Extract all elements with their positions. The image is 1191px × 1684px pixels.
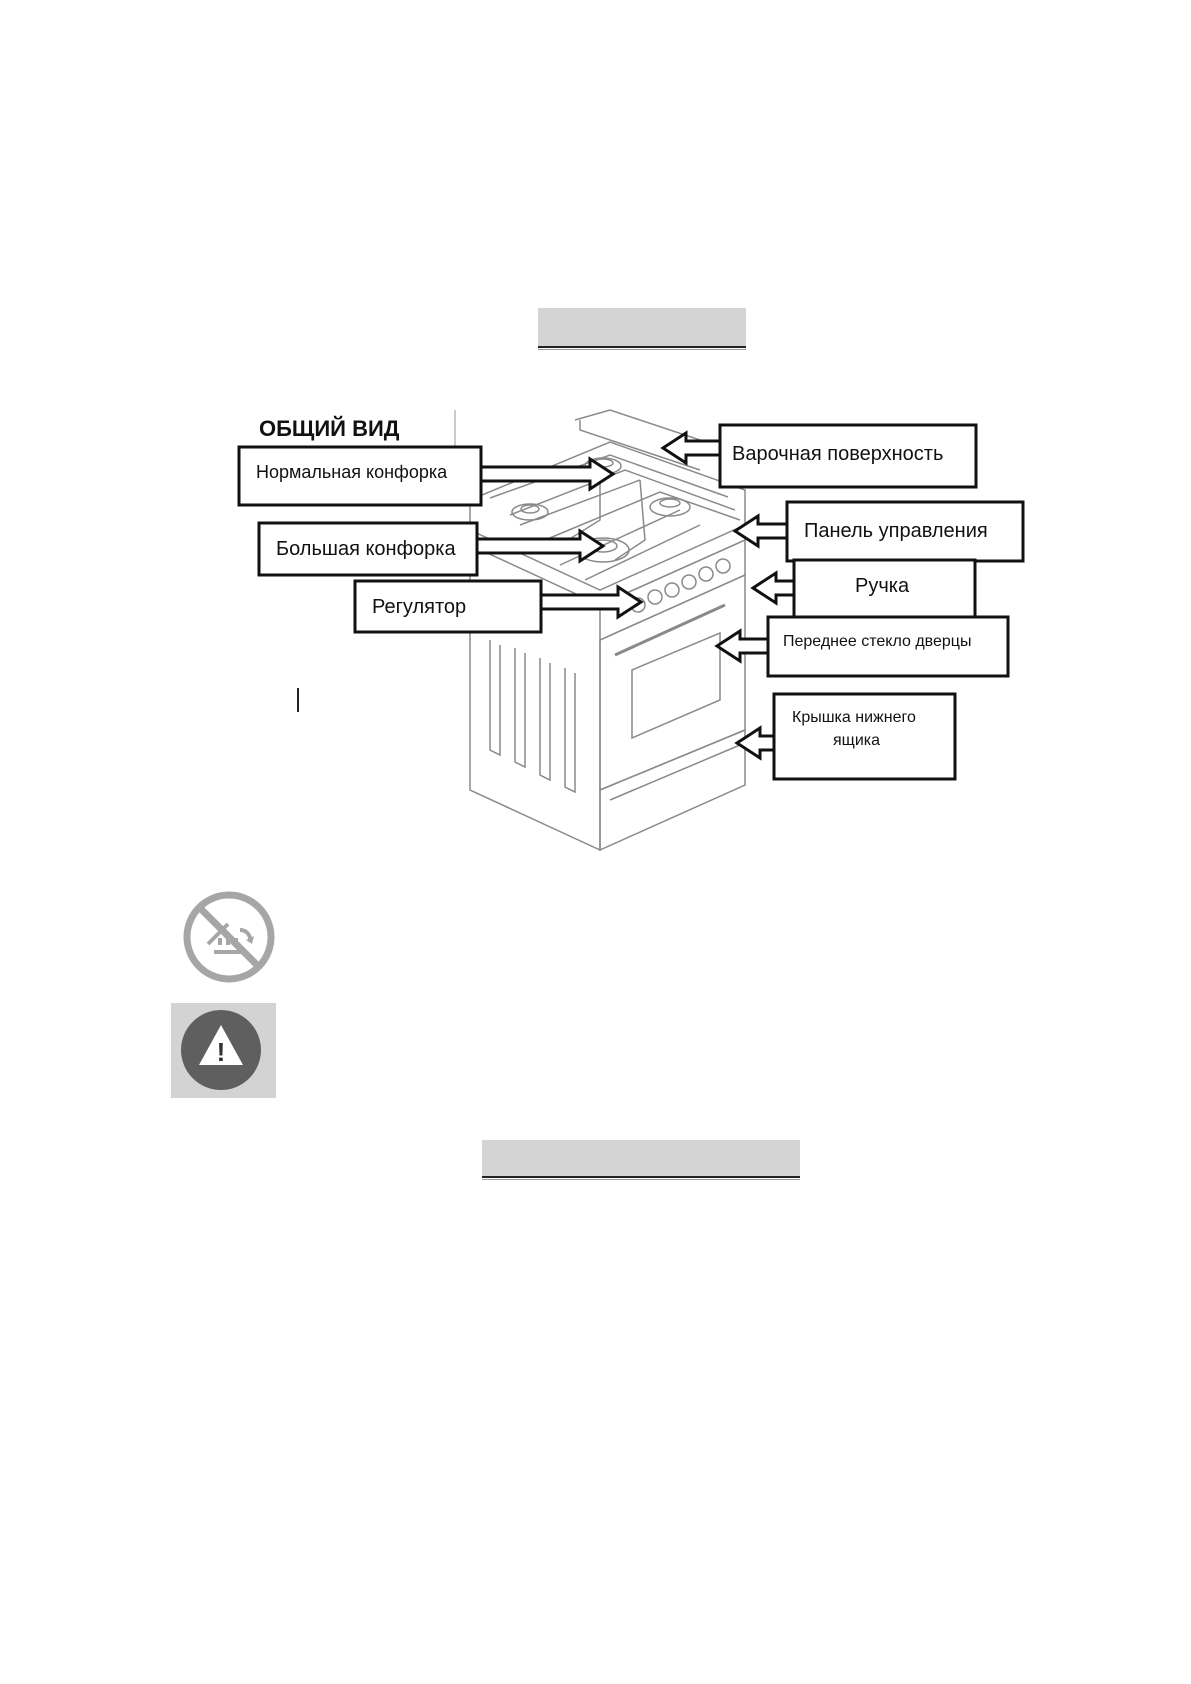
- svg-text:!: !: [217, 1037, 226, 1067]
- callout-box-drawer-cover: [772, 692, 957, 781]
- warning-triangle-icon: !: [181, 1010, 261, 1090]
- arrow-large-burner: [475, 528, 606, 564]
- callout-drawer-cover-line2: ящика: [833, 732, 880, 749]
- arrow-cooktop: [660, 430, 722, 466]
- top-heading-bar: [538, 308, 746, 348]
- callout-door-glass: Переднее стекло дверцы: [783, 633, 971, 650]
- arrow-regulator: [539, 584, 644, 620]
- top-heading-underline: [538, 349, 746, 350]
- callout-normal-burner: Нормальная конфорка: [256, 462, 448, 482]
- callout-cooktop: Варочная поверхность: [732, 443, 943, 465]
- callout-box-cooktop: [718, 423, 978, 489]
- callout-box-normal-burner: [237, 445, 483, 507]
- callout-handle: Ручка: [855, 575, 910, 597]
- bottom-heading-bar: [482, 1140, 800, 1178]
- text-cursor-mark: [297, 688, 299, 712]
- callout-box-door-glass: [766, 615, 1010, 678]
- arrow-normal-burner: [479, 456, 616, 492]
- callout-drawer-cover-line1: Крышка нижнего: [792, 709, 916, 726]
- arrow-control-panel: [732, 513, 789, 549]
- bottom-heading-underline: [482, 1179, 800, 1180]
- callout-box-regulator: [353, 579, 543, 634]
- callout-large-burner: Большая конфорка: [276, 538, 456, 560]
- callout-box-large-burner: [257, 521, 479, 577]
- callout-control-panel: Панель управления: [804, 520, 988, 542]
- arrow-drawer-cover: [734, 725, 776, 761]
- general-view-heading: ОБЩИЙ ВИД: [259, 416, 400, 441]
- arrow-handle: [750, 570, 796, 606]
- callout-regulator: Регулятор: [372, 596, 466, 618]
- warning-icon-box: !: [171, 1003, 276, 1098]
- callout-box-control-panel: [785, 500, 1025, 563]
- callout-box-handle: [792, 558, 977, 620]
- arrow-door-glass: [714, 628, 770, 664]
- no-cooking-surface-icon: [183, 891, 275, 983]
